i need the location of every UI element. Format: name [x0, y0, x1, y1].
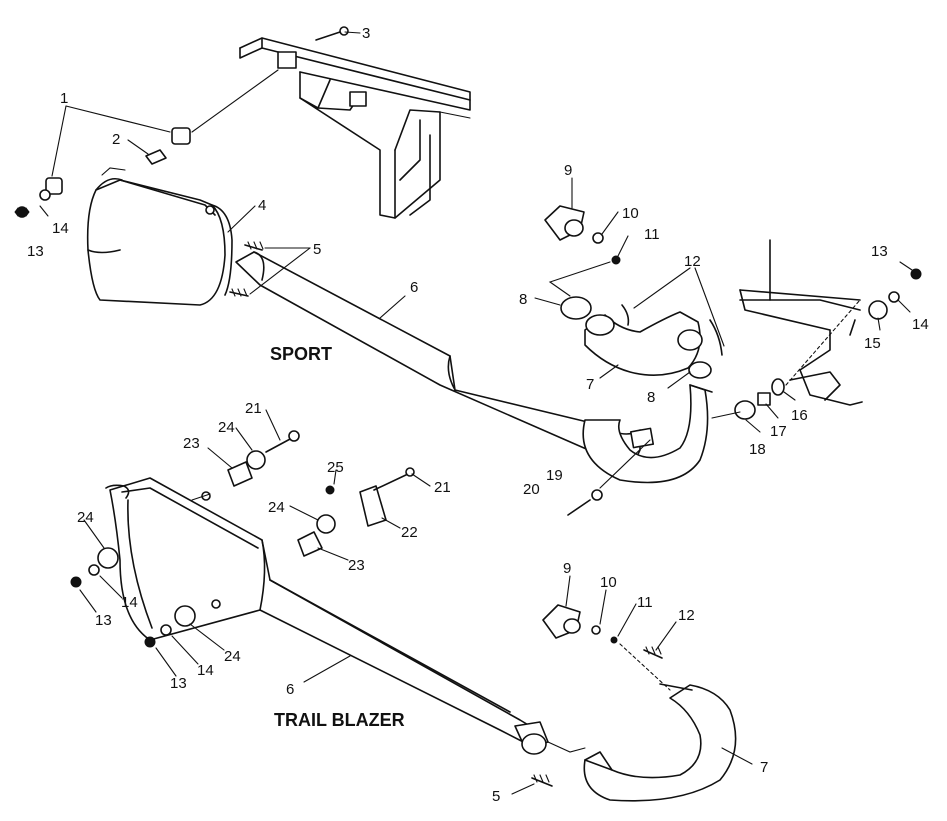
callout-5-tb: 5	[492, 788, 500, 805]
callout-9-tb: 9	[563, 560, 571, 577]
washer-10a	[592, 232, 604, 244]
bracket-22	[359, 485, 387, 527]
callout-numbers: 1 2 3 4 5 6 7 8 8 9 10 11 12 13 14 13 14…	[27, 25, 929, 805]
washer-16	[771, 378, 785, 396]
grommet-15	[868, 300, 888, 320]
bolt-3	[315, 31, 341, 41]
callout-14-tb-a: 14	[121, 594, 138, 611]
callout-13-sport-right: 13	[871, 243, 888, 260]
callout-17: 17	[770, 423, 787, 440]
spacer-23b	[297, 531, 323, 557]
callout-8-sport-b: 8	[647, 389, 655, 406]
spring-12b	[709, 319, 723, 356]
callout-24-tb-a: 24	[218, 419, 235, 436]
sport-muffler	[86, 167, 233, 306]
nut-11a	[611, 255, 621, 265]
grommet-1a	[171, 127, 191, 145]
callout-20: 20	[523, 481, 540, 498]
callout-13-tb-b: 13	[170, 675, 187, 692]
callout-12-sport: 12	[684, 253, 701, 270]
grommet-18	[734, 400, 756, 420]
washer-14c	[88, 564, 100, 576]
sport-leader-lines	[39, 31, 913, 489]
callout-14-sport-left: 14	[52, 220, 69, 237]
callout-14-sport-right: 14	[912, 316, 929, 333]
washer-14a	[39, 189, 51, 201]
trail-blazer-header-pipe	[547, 683, 737, 802]
chassis-frame-top	[239, 37, 471, 219]
callout-23-tb-a: 23	[183, 435, 200, 452]
callout-7-tb: 7	[760, 759, 768, 776]
trail-blazer-model-label: TRAIL BLAZER	[274, 710, 405, 730]
gasket-8b	[688, 361, 712, 379]
spacer-2	[145, 149, 167, 165]
callout-19: 19	[546, 467, 563, 484]
callout-13-sport-left: 13	[27, 243, 44, 260]
callout-12-tb: 12	[678, 607, 695, 624]
callout-11-sport: 11	[644, 226, 660, 243]
callout-13-tb-a: 13	[95, 612, 112, 629]
callout-14-tb-b: 14	[197, 662, 214, 679]
grommet-24a	[246, 450, 266, 470]
callout-21-tb-b: 21	[434, 479, 451, 496]
chassis-frame-right	[739, 239, 863, 406]
spacer-17	[757, 392, 771, 406]
callout-18: 18	[749, 441, 766, 458]
grommet-24c	[97, 547, 119, 569]
callout-25: 25	[327, 459, 344, 476]
washer-14d	[160, 624, 172, 636]
callout-1: 1	[60, 90, 68, 107]
callout-11-tb: 11	[637, 594, 653, 611]
spring-5a	[244, 244, 263, 251]
sport-y-pipe	[584, 311, 703, 376]
gasket-8a	[560, 296, 592, 320]
grommet-24b	[316, 514, 336, 534]
washer-10b	[591, 625, 601, 635]
bolt-20	[567, 499, 591, 516]
callout-23-tb-b: 23	[348, 557, 365, 574]
grommet-24d	[174, 605, 196, 627]
trail-blazer-muffler	[105, 477, 549, 755]
spring-12c	[643, 649, 663, 659]
sport-model-label: SPORT	[270, 344, 332, 364]
screw-25	[325, 485, 335, 495]
washer-14b	[888, 291, 900, 303]
callout-9-sport: 9	[564, 162, 572, 179]
bolt-21a	[265, 437, 293, 453]
callout-4: 4	[258, 197, 266, 214]
callout-5-sport: 5	[313, 241, 321, 258]
callout-22: 22	[401, 524, 418, 541]
callout-16: 16	[791, 407, 808, 424]
spacer-23a	[227, 461, 253, 487]
callout-24-tb-b: 24	[268, 499, 285, 516]
callout-24-tb-d: 24	[224, 648, 241, 665]
callout-15: 15	[864, 335, 881, 352]
sport-hardware	[14, 26, 922, 516]
trail-blazer-leader-lines	[79, 409, 753, 795]
spring-12a	[621, 304, 630, 326]
callout-8-sport-a: 8	[519, 291, 527, 308]
grommet-1b	[45, 177, 63, 195]
callout-3: 3	[362, 25, 370, 42]
washer-19	[591, 489, 603, 501]
bolt-21b	[373, 473, 409, 491]
nut-13b	[910, 268, 922, 280]
nut-13d	[144, 636, 156, 648]
callout-24-tb-c: 24	[77, 509, 94, 526]
callout-2: 2	[112, 131, 120, 148]
trail-blazer-hardware	[70, 430, 663, 787]
callout-10-tb: 10	[600, 574, 617, 591]
callout-21-tb-a: 21	[245, 400, 262, 417]
nut-13c	[70, 576, 82, 588]
callout-6-tb: 6	[286, 681, 294, 698]
callout-7-sport: 7	[586, 376, 594, 393]
callout-10-sport: 10	[622, 205, 639, 222]
nut-11b	[610, 636, 618, 644]
sport-header-pipe	[582, 384, 713, 484]
callout-6-sport: 6	[410, 279, 418, 296]
